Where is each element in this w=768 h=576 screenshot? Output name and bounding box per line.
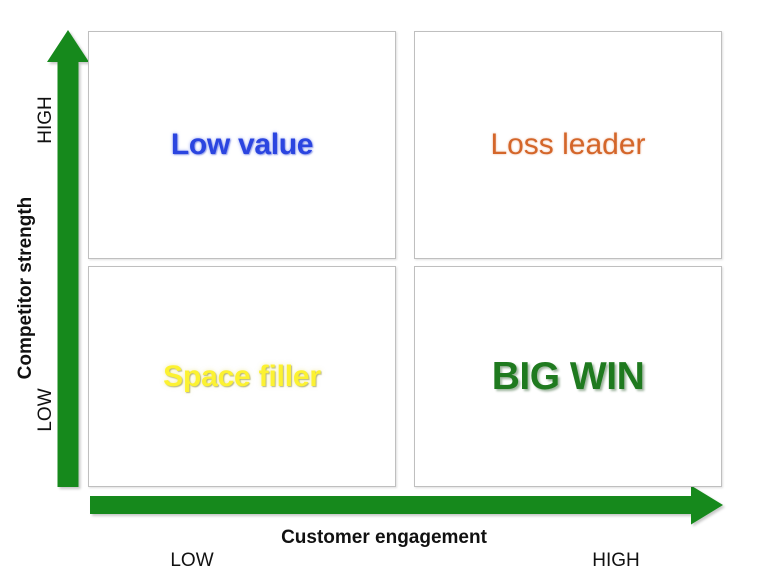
x-axis-title: Customer engagement [281, 527, 487, 548]
quadrant-label-low-value: Low value [170, 128, 314, 161]
x-axis-arrow [90, 485, 723, 525]
quadrant-loss-leader[interactable]: Loss leader [414, 31, 722, 259]
quadrant-space-filler[interactable]: Space filler [88, 266, 396, 487]
x-axis-tick-low: LOW [170, 550, 214, 571]
quadrant-label-loss-leader: Loss leader [490, 128, 646, 161]
y-axis-tick-high: HIGH [35, 96, 56, 144]
quadrant-label-space-filler: Space filler [163, 359, 321, 393]
quadrant-big-win[interactable]: BIG WIN [414, 266, 722, 487]
quadrant-label-big-win: BIG WIN [491, 355, 645, 398]
x-axis-tick-high: HIGH [592, 550, 640, 571]
quadrant-low-value[interactable]: Low value [88, 31, 396, 259]
y-axis-tick-low: LOW [35, 388, 56, 432]
